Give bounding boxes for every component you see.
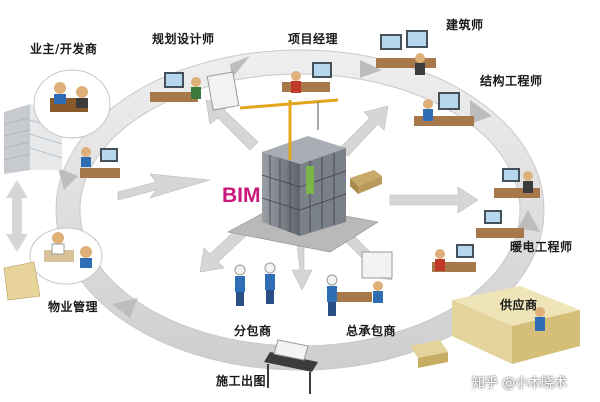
label-owner: 业主/开发商 — [30, 42, 98, 56]
building-icon — [227, 98, 379, 253]
label-facility: 物业管理 — [48, 300, 99, 314]
ring-arrow-7 — [58, 168, 78, 190]
workstation-general — [328, 251, 393, 303]
facility-scene — [3, 227, 103, 301]
watermark: 知乎 @小木晓术 — [472, 376, 568, 391]
workstation-left-mid — [80, 147, 120, 178]
workstation-right-mid — [494, 168, 540, 198]
owner-scene — [33, 69, 111, 139]
workstation-mep — [476, 210, 524, 238]
label-structural: 结构工程师 — [480, 74, 543, 88]
ring-arrow-2 — [360, 60, 382, 78]
workstation-structural — [414, 92, 474, 126]
label-mep: 暖电工程师 — [510, 240, 573, 254]
ring-arrow-1 — [230, 56, 250, 78]
owner-facility-arrow — [6, 180, 28, 252]
bim-center-label: BIM — [222, 184, 261, 207]
workstation-planner — [150, 71, 240, 111]
label-general: 总承包商 — [346, 324, 397, 338]
ring-arrow-4 — [518, 210, 540, 232]
label-printing: 施工出图 — [216, 374, 267, 388]
workstation-architect — [376, 30, 436, 75]
workstation-pm — [282, 62, 332, 93]
workstation-lower-right — [432, 244, 476, 272]
workstations — [80, 30, 540, 303]
label-sub: 分包商 — [234, 324, 272, 338]
plotter-icon — [264, 339, 318, 394]
label-architect: 建筑师 — [446, 18, 484, 32]
label-pm: 项目经理 — [288, 32, 339, 46]
ring-arrow-6 — [112, 298, 138, 318]
label-planner: 规划设计师 — [152, 32, 215, 46]
truck-icon — [350, 170, 382, 194]
warehouse-icon — [410, 286, 580, 368]
label-supplier: 供应商 — [500, 298, 538, 312]
workers-icon — [234, 262, 338, 316]
ring-arrow-3 — [470, 100, 492, 124]
